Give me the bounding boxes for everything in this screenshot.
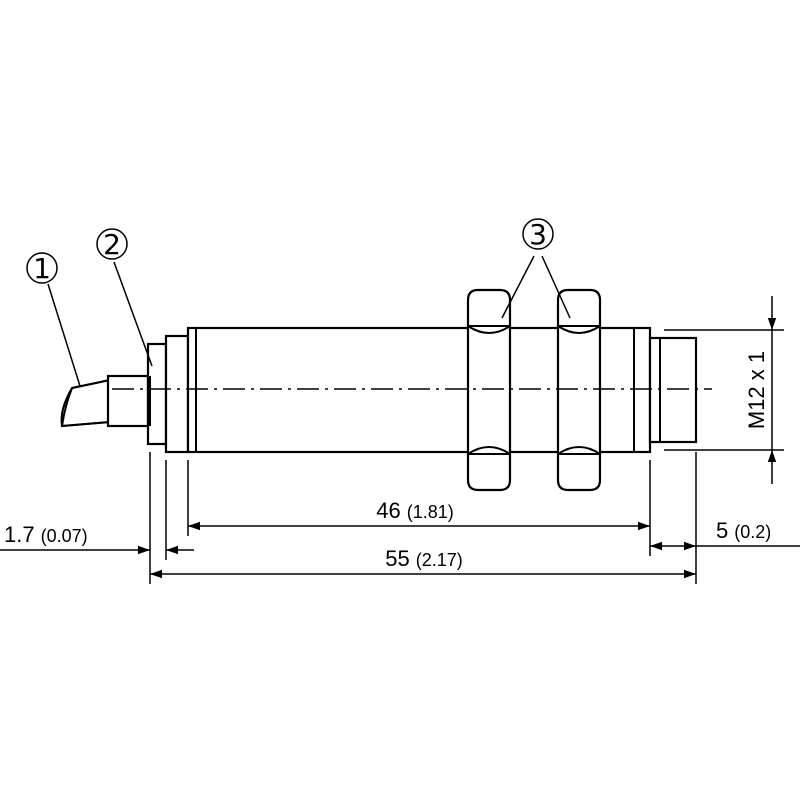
dimension-thread: M12 x 1 <box>744 296 777 484</box>
nut-left <box>466 288 512 492</box>
svg-text:46(1.81): 46(1.81) <box>376 498 454 523</box>
svg-text:1.7(0.07): 1.7(0.07) <box>4 522 88 547</box>
cable-gland <box>106 334 190 454</box>
nut-right <box>556 288 602 492</box>
svg-text:55(2.17): 55(2.17) <box>385 546 463 571</box>
svg-text:3: 3 <box>529 218 547 251</box>
svg-text:2: 2 <box>103 228 121 261</box>
dimension-55: 55(2.17) <box>150 546 696 579</box>
dimension-46: 46(1.81) <box>188 498 650 531</box>
cable <box>60 378 111 428</box>
callout-leaders <box>47 255 571 387</box>
dimension-5: 5(0.2) <box>650 518 800 551</box>
extension-lines <box>149 329 784 584</box>
svg-text:1: 1 <box>33 252 51 285</box>
svg-text:5(0.2): 5(0.2) <box>716 518 771 543</box>
dimension-1-7: 1.7(0.07) <box>0 522 194 555</box>
callout-2: 2 <box>96 228 128 261</box>
callout-3: 3 <box>522 218 554 251</box>
svg-text:M12 x 1: M12 x 1 <box>744 351 769 429</box>
sensing-face <box>648 336 698 444</box>
callout-1: 1 <box>26 252 58 285</box>
